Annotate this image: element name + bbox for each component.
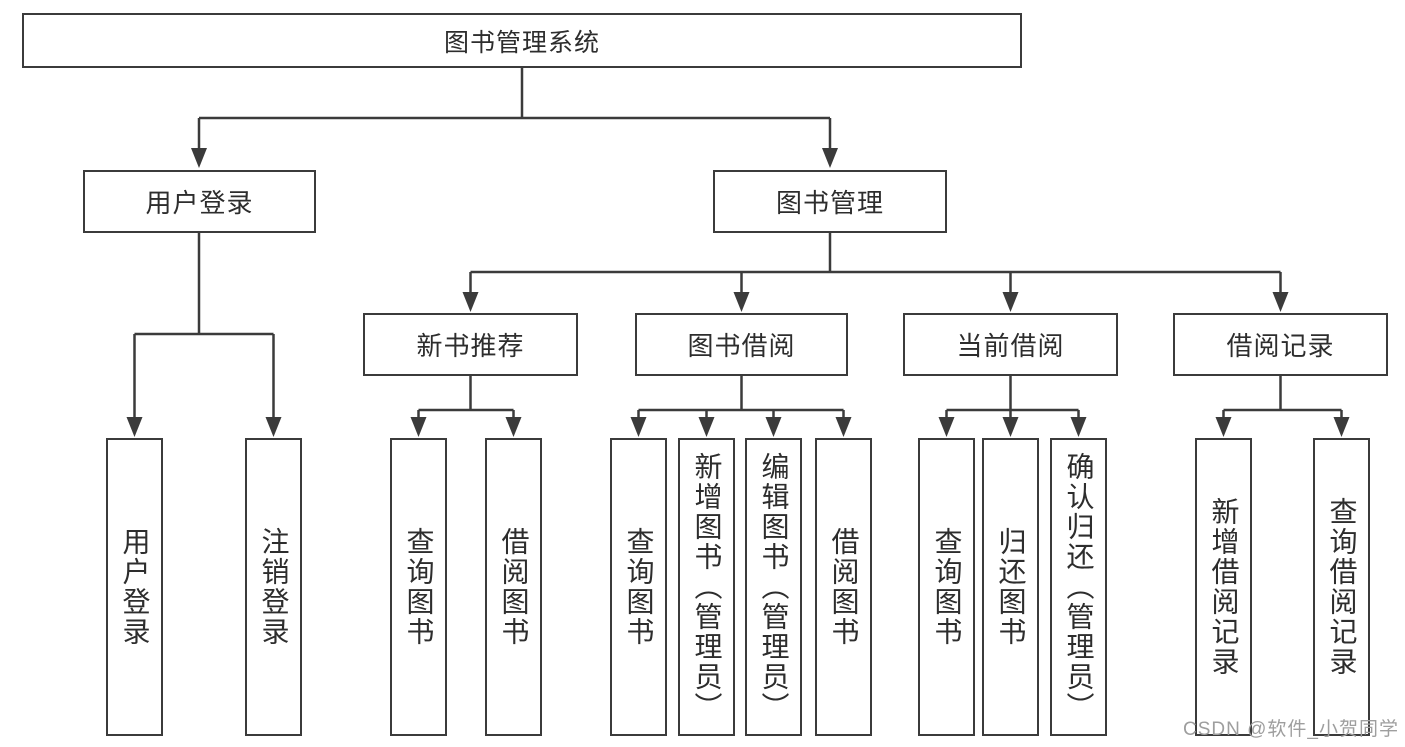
leaf-current-query-label: 查询图书 (931, 527, 963, 647)
leaf-records-add: 新增借阅记录 (1195, 438, 1252, 736)
leaf-newbooks-query-label: 查询图书 (403, 527, 435, 647)
node-user-login-label: 用户登录 (145, 188, 254, 218)
leaf-current-return-label: 归还图书 (995, 527, 1027, 647)
leaf-records-query: 查询借阅记录 (1313, 438, 1370, 736)
node-root: 图书管理系统 (22, 13, 1022, 68)
node-book-borrow-label: 图书借阅 (687, 331, 796, 361)
node-book-borrow: 图书借阅 (635, 313, 848, 376)
node-current-borrow: 当前借阅 (903, 313, 1118, 376)
leaf-logout: 注销登录 (245, 438, 302, 736)
leaf-borrow-query-label: 查询图书 (623, 527, 655, 647)
node-current-borrow-label: 当前借阅 (956, 331, 1065, 361)
node-root-label: 图书管理系统 (443, 28, 600, 57)
node-book-management-label: 图书管理 (775, 188, 884, 218)
node-borrow-records-label: 借阅记录 (1226, 331, 1335, 361)
leaf-borrow-book-label: 借阅图书 (828, 527, 860, 647)
leaf-current-query: 查询图书 (918, 438, 975, 736)
leaf-current-confirm-return-admin-label: 确认归还（管理员） (1063, 452, 1095, 722)
leaf-user-login: 用户登录 (106, 438, 163, 736)
connector-path (133, 68, 1343, 418)
node-book-management: 图书管理 (713, 170, 947, 233)
leaf-borrow-add-admin-label: 新增图书（管理员） (691, 452, 723, 722)
leaf-newbooks-borrow: 借阅图书 (485, 438, 542, 736)
leaf-borrow-book: 借阅图书 (815, 438, 872, 736)
leaf-newbooks-borrow-label: 借阅图书 (498, 527, 530, 647)
leaf-borrow-edit-admin-label: 编辑图书（管理员） (758, 452, 790, 722)
leaf-current-return: 归还图书 (982, 438, 1039, 736)
node-user-login: 用户登录 (83, 170, 316, 233)
leaf-current-confirm-return-admin: 确认归还（管理员） (1050, 438, 1107, 736)
leaf-newbooks-query: 查询图书 (390, 438, 447, 736)
node-new-book-recommend: 新书推荐 (363, 313, 578, 376)
arrowheads (126, 148, 1350, 437)
leaf-borrow-query: 查询图书 (610, 438, 667, 736)
leaf-borrow-edit-admin: 编辑图书（管理员） (745, 438, 802, 736)
leaf-logout-label: 注销登录 (258, 527, 290, 647)
node-new-book-recommend-label: 新书推荐 (416, 331, 525, 361)
node-borrow-records: 借阅记录 (1173, 313, 1388, 376)
leaf-borrow-add-admin: 新增图书（管理员） (678, 438, 735, 736)
leaf-records-add-label: 新增借阅记录 (1208, 497, 1240, 677)
leaf-records-query-label: 查询借阅记录 (1326, 497, 1358, 677)
leaf-user-login-label: 用户登录 (119, 527, 151, 647)
watermark: CSDN @软件_小贺同学 (1183, 719, 1399, 740)
